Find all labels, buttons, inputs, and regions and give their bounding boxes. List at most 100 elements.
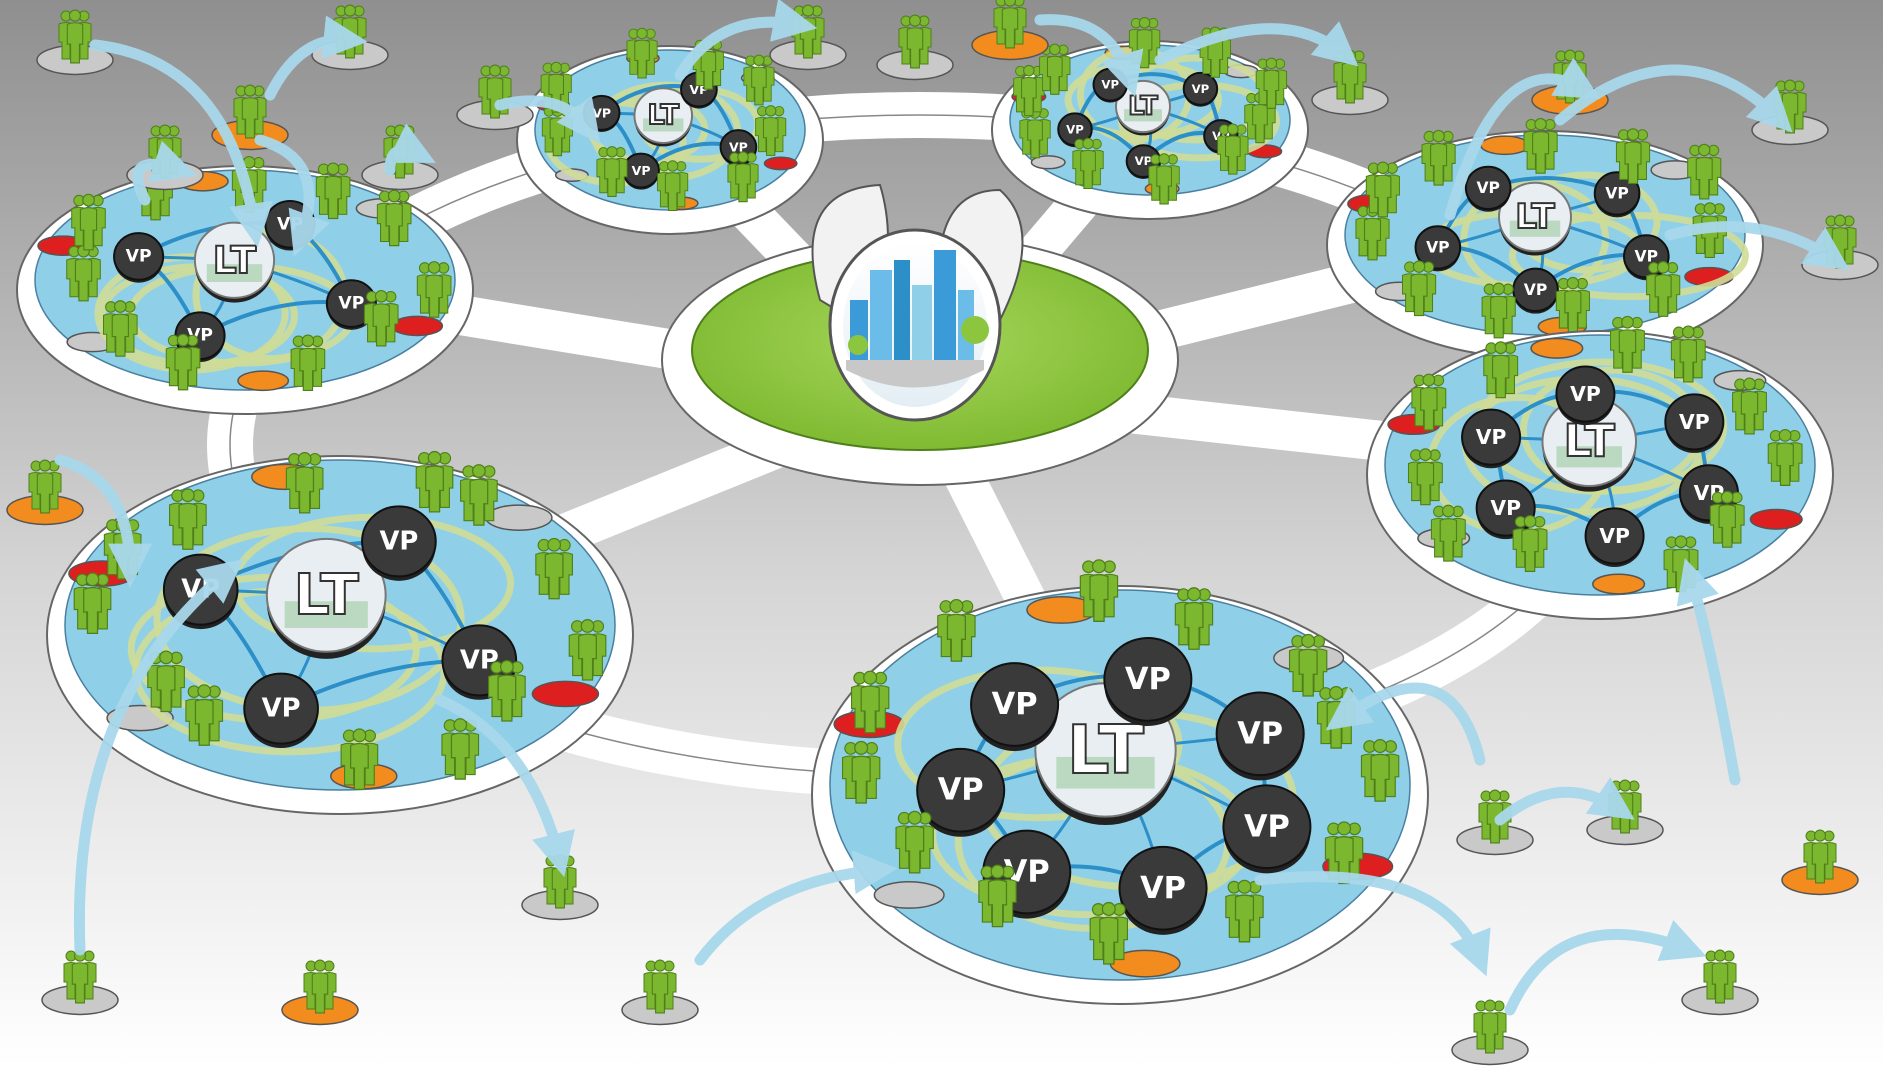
loose-people-group [1781, 829, 1859, 896]
person-base [1030, 155, 1066, 170]
flow-arrow [89, 39, 273, 248]
people-group-icon [315, 162, 351, 220]
people-group-icon [165, 333, 201, 391]
people-group-icon [185, 684, 224, 746]
people-group-icon [1401, 260, 1437, 317]
vp-label: VP [1135, 154, 1153, 168]
vp-disc: VP [1512, 267, 1559, 314]
flow-arrow [1494, 777, 1635, 826]
people-group-icon [1555, 276, 1590, 333]
connection-ring [1508, 211, 1749, 301]
people-group-icon [1217, 123, 1249, 175]
vp-label: VP [1244, 809, 1290, 844]
people-group-icon [596, 146, 628, 197]
people-group-icon [657, 160, 689, 212]
people-group-icon [363, 289, 399, 347]
vp-disc: VP [622, 152, 660, 190]
vp-disc: VP [1222, 784, 1312, 874]
lt-disc: LT [633, 87, 694, 147]
person-base [1749, 508, 1803, 530]
flow-arrow [54, 454, 152, 588]
vp-label: VP [729, 140, 748, 155]
people-group-icon [1615, 128, 1651, 185]
loose-people-group [456, 64, 534, 131]
vp-label: VP [1635, 247, 1659, 265]
people-group-icon [102, 300, 138, 357]
vp-label: VP [1490, 496, 1521, 520]
people-group-icon [488, 660, 526, 722]
person-base [237, 370, 290, 392]
people-group-icon [978, 864, 1017, 928]
flow-arrow [264, 15, 368, 101]
people-group-icon [1732, 377, 1767, 435]
vp-label: VP [1125, 662, 1171, 697]
people-group-icon [643, 959, 677, 1014]
people-group-icon [1174, 587, 1214, 650]
person-base [391, 315, 444, 337]
people-group-icon [1481, 282, 1516, 339]
vp-disc: VP [1215, 691, 1305, 781]
person-base [763, 156, 798, 171]
people-group-icon [568, 619, 607, 681]
loose-people-group [876, 14, 954, 81]
vp-disc: VP [361, 505, 437, 581]
vp-disc: VP [1057, 112, 1093, 148]
flow-arrow [132, 140, 197, 206]
vp-disc: VP [113, 232, 165, 283]
people-group-icon [1255, 57, 1288, 109]
people-group-icon [303, 959, 337, 1014]
people-group-icon [340, 728, 379, 791]
arrows-layer [54, 0, 1850, 1016]
flow-arrow [384, 123, 436, 176]
vp-label: VP [1679, 410, 1710, 434]
flow-arrow [73, 558, 244, 956]
center-plaza [661, 183, 1179, 486]
vp-label: VP [992, 687, 1038, 722]
building [894, 260, 910, 360]
people-group-icon [233, 84, 267, 139]
tree-icon [848, 335, 868, 355]
vp-disc: VP [1461, 408, 1522, 469]
vp-label: VP [632, 163, 651, 178]
people-group-icon [73, 572, 112, 635]
people-group-icon [1288, 633, 1328, 697]
flow-arrow [254, 134, 330, 257]
people-group-icon [895, 810, 934, 874]
lt-disc: LT [193, 221, 276, 303]
vp-label: VP [1140, 871, 1186, 906]
vp-disc: VP [1584, 507, 1645, 568]
vp-label: VP [1570, 382, 1601, 406]
flow-arrow [1154, 21, 1359, 67]
vp-label: VP [1426, 238, 1450, 256]
people-group-icon [841, 740, 881, 804]
vp-label: VP [938, 773, 984, 808]
flow-arrow [1676, 558, 1741, 786]
people-group-icon [28, 459, 62, 514]
people-group-icon [1333, 49, 1367, 104]
vp-disc: VP [1092, 67, 1128, 103]
vp-label: VP [1476, 425, 1507, 449]
loose-people-group [621, 959, 699, 1026]
people-group-icon [169, 488, 207, 550]
people-group-icon [1473, 999, 1507, 1054]
tree-icon [961, 316, 989, 344]
flow-arrow [1664, 221, 1850, 270]
loose-people-group [41, 949, 119, 1016]
people-group-icon [441, 718, 480, 780]
lt-disc: LT [265, 537, 387, 659]
vp-label: VP [1599, 524, 1630, 548]
building [934, 250, 956, 360]
person-base [485, 504, 553, 531]
people-group-icon [1360, 739, 1400, 802]
building [870, 270, 892, 360]
people-group-icon [66, 244, 101, 302]
people-group-icon [1483, 341, 1519, 399]
loose-people-group [1451, 999, 1529, 1066]
people-group-icon [71, 193, 106, 251]
vp-disc: VP [1622, 234, 1670, 281]
people-group-icon [791, 4, 825, 59]
